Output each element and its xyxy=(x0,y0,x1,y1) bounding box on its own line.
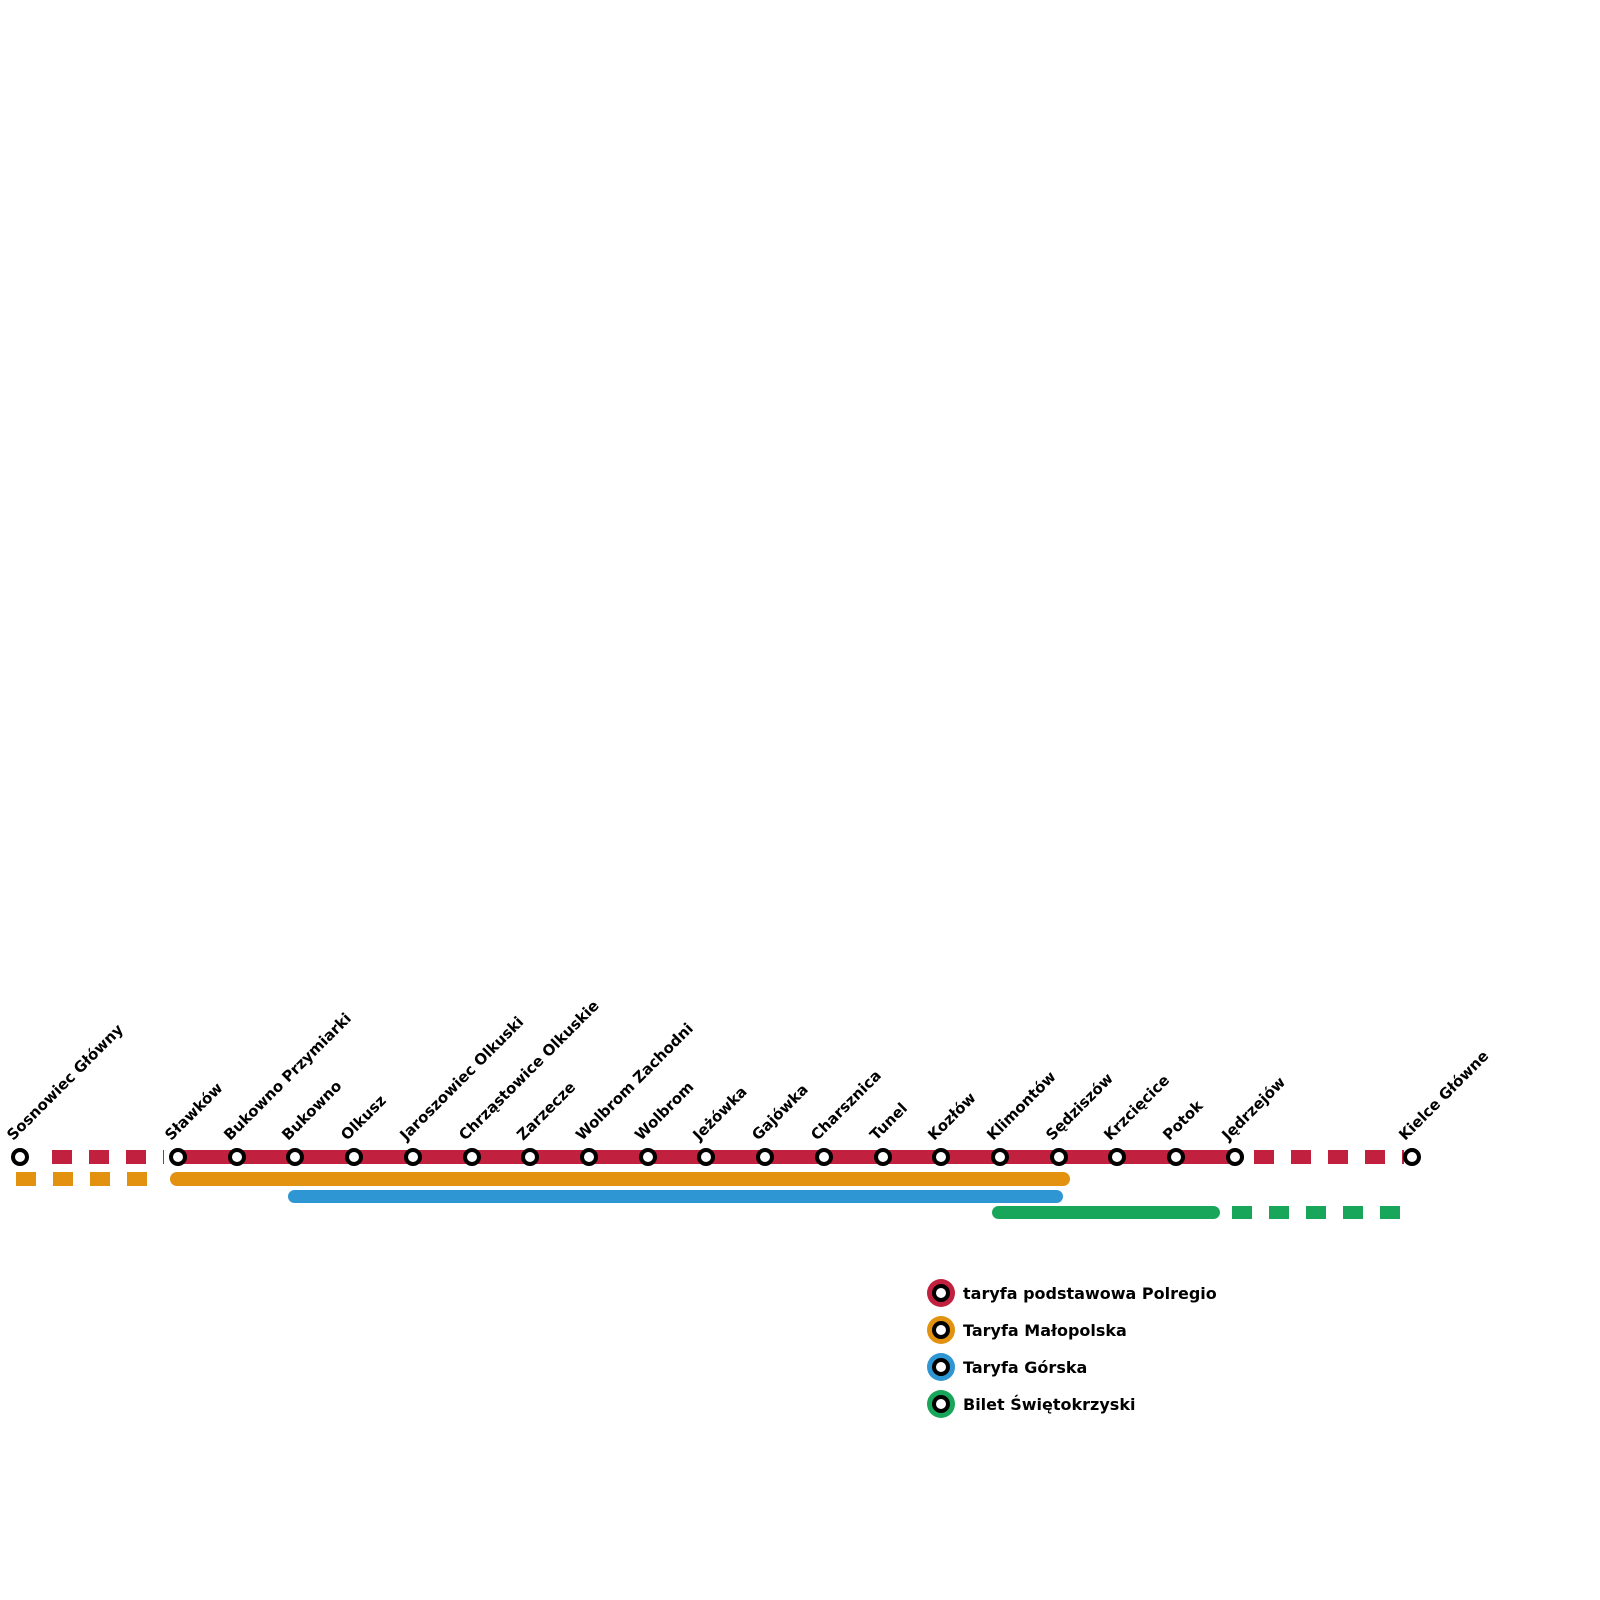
station-label: Kielce Główne xyxy=(1395,1046,1493,1144)
station-marker xyxy=(169,1148,187,1166)
legend-label-swietokrzyski: Bilet Świętokrzyski xyxy=(963,1394,1136,1414)
station-marker xyxy=(11,1148,29,1166)
station-label: Sławków xyxy=(161,1078,227,1144)
legend-row-polregio: taryfa podstawowa Polregio xyxy=(927,1279,1217,1307)
line-polregio-dashed-left xyxy=(52,1150,164,1164)
station-label: Wolbrom Zachodni xyxy=(572,1019,697,1144)
legend-marker-swietokrzyski-icon xyxy=(932,1395,950,1413)
line-polregio-dashed-right xyxy=(1254,1150,1404,1164)
line-malopolska-dashed-left xyxy=(16,1172,161,1186)
legend-row-gorska: Taryfa Górska xyxy=(927,1353,1217,1381)
legend-marker-gorska-icon xyxy=(932,1358,950,1376)
legend-marker-polregio-icon xyxy=(932,1284,950,1302)
station-label: Tunel xyxy=(866,1099,912,1144)
legend-row-malopolska: Taryfa Małopolska xyxy=(927,1316,1217,1344)
station-marker xyxy=(521,1148,539,1166)
station-marker xyxy=(932,1148,950,1166)
legend-row-swietokrzyski: Bilet Świętokrzyski xyxy=(927,1390,1217,1418)
station-marker xyxy=(756,1148,774,1166)
legend: taryfa podstawowa Polregio Taryfa Małopo… xyxy=(927,1279,1217,1427)
station-marker xyxy=(1403,1148,1421,1166)
station-marker xyxy=(228,1148,246,1166)
legend-label-malopolska: Taryfa Małopolska xyxy=(963,1320,1127,1340)
station-marker xyxy=(463,1148,481,1166)
station-label: Jeżówka xyxy=(689,1082,751,1144)
station-marker xyxy=(286,1148,304,1166)
line-swietokrzyski-dashed-right xyxy=(1232,1206,1414,1219)
legend-label-polregio: taryfa podstawowa Polregio xyxy=(963,1283,1217,1303)
station-marker xyxy=(1226,1148,1244,1166)
station-label: Potok xyxy=(1159,1096,1207,1144)
legend-label-gorska: Taryfa Górska xyxy=(963,1357,1088,1377)
line-swietokrzyski-solid xyxy=(992,1206,1220,1219)
station-marker xyxy=(639,1148,657,1166)
station-marker xyxy=(815,1148,833,1166)
station-marker xyxy=(1050,1148,1068,1166)
station-marker xyxy=(1167,1148,1185,1166)
station-label: Jędrzejów xyxy=(1218,1073,1290,1144)
station-label: Olkusz xyxy=(337,1091,390,1144)
line-malopolska-solid xyxy=(170,1172,1070,1186)
station-marker xyxy=(1108,1148,1126,1166)
station-label: Gajówka xyxy=(748,1080,812,1144)
station-marker xyxy=(874,1148,892,1166)
station-label: Kozłów xyxy=(924,1088,980,1144)
legend-marker-malopolska-icon xyxy=(932,1321,950,1339)
station-label: Sosnowiec Główny xyxy=(3,1020,127,1144)
station-marker xyxy=(345,1148,363,1166)
station-marker xyxy=(404,1148,422,1166)
station-marker xyxy=(580,1148,598,1166)
station-marker xyxy=(697,1148,715,1166)
line-gorska-solid xyxy=(288,1190,1063,1203)
station-marker xyxy=(991,1148,1009,1166)
